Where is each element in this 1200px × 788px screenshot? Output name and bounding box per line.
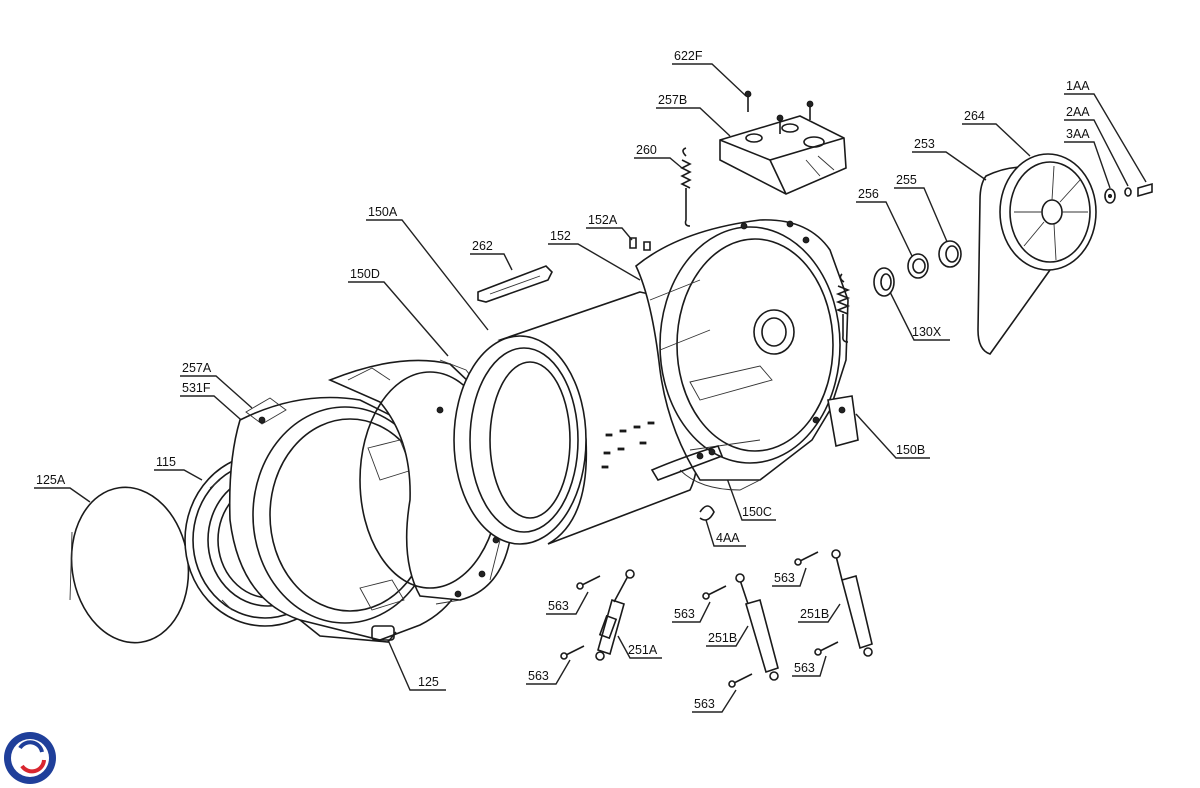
label-563-c: 563 [674, 607, 695, 621]
label-251A: 251A [628, 643, 658, 657]
label-563-a: 563 [548, 599, 569, 613]
label-251B-b: 251B [800, 607, 829, 621]
part-2AA-ring [1124, 187, 1132, 197]
label-563-b: 563 [528, 669, 549, 683]
part-150B-bracket [827, 395, 859, 448]
drum-perforations [601, 421, 655, 469]
part-3AA-washer [1104, 188, 1116, 204]
part-257B-counterweight [719, 115, 847, 195]
part-251B-damper-b [831, 549, 873, 657]
label-4AA: 4AA [716, 531, 740, 545]
label-130X: 130X [912, 325, 942, 339]
label-150D: 150D [350, 267, 380, 281]
label-563-f: 563 [794, 661, 815, 675]
part-260-spring [680, 147, 692, 227]
label-255: 255 [896, 173, 917, 187]
label-531F: 531F [182, 381, 211, 395]
label-563-e: 563 [774, 571, 795, 585]
callouts: 622F 257B 260 152A 152 150A 262 150D 257… [34, 49, 1147, 713]
part-255-bearing [938, 240, 962, 268]
label-563-d: 563 [694, 697, 715, 711]
label-253: 253 [914, 137, 935, 151]
part-563-pins [560, 551, 839, 688]
label-257B: 257B [658, 93, 687, 107]
label-115: 115 [156, 455, 176, 469]
label-2AA: 2AA [1066, 105, 1090, 119]
part-622F-bolts [744, 90, 814, 134]
label-152: 152 [550, 229, 571, 243]
part-130X-seal [873, 267, 895, 297]
part-4AA-clip [699, 505, 715, 521]
label-256: 256 [858, 187, 879, 201]
label-152A: 152A [588, 213, 618, 227]
part-125A-disc [69, 486, 190, 644]
part-152-rear-tub [635, 219, 849, 491]
label-1AA: 1AA [1066, 79, 1090, 93]
part-251A-damper [595, 569, 635, 661]
part-264-pulley [999, 153, 1097, 271]
part-262-lifter [477, 265, 553, 303]
label-622F: 622F [674, 49, 703, 63]
label-260: 260 [636, 143, 657, 157]
label-264: 264 [964, 109, 985, 123]
label-150C: 150C [742, 505, 772, 519]
part-251B-damper-a [735, 573, 779, 681]
label-150A: 150A [368, 205, 398, 219]
part-150C-hose [650, 445, 724, 481]
label-125: 125 [418, 675, 439, 689]
part-152A-clip [629, 237, 651, 251]
label-257A: 257A [182, 361, 212, 375]
label-125A: 125A [36, 473, 66, 487]
part-spring-rear [835, 273, 851, 343]
brand-logo [4, 732, 56, 784]
label-262: 262 [472, 239, 493, 253]
label-251B-a: 251B [708, 631, 737, 645]
part-1AA-bolt [1137, 182, 1153, 198]
part-256-bearing [907, 253, 929, 279]
label-150B: 150B [896, 443, 925, 457]
label-3AA: 3AA [1066, 127, 1090, 141]
